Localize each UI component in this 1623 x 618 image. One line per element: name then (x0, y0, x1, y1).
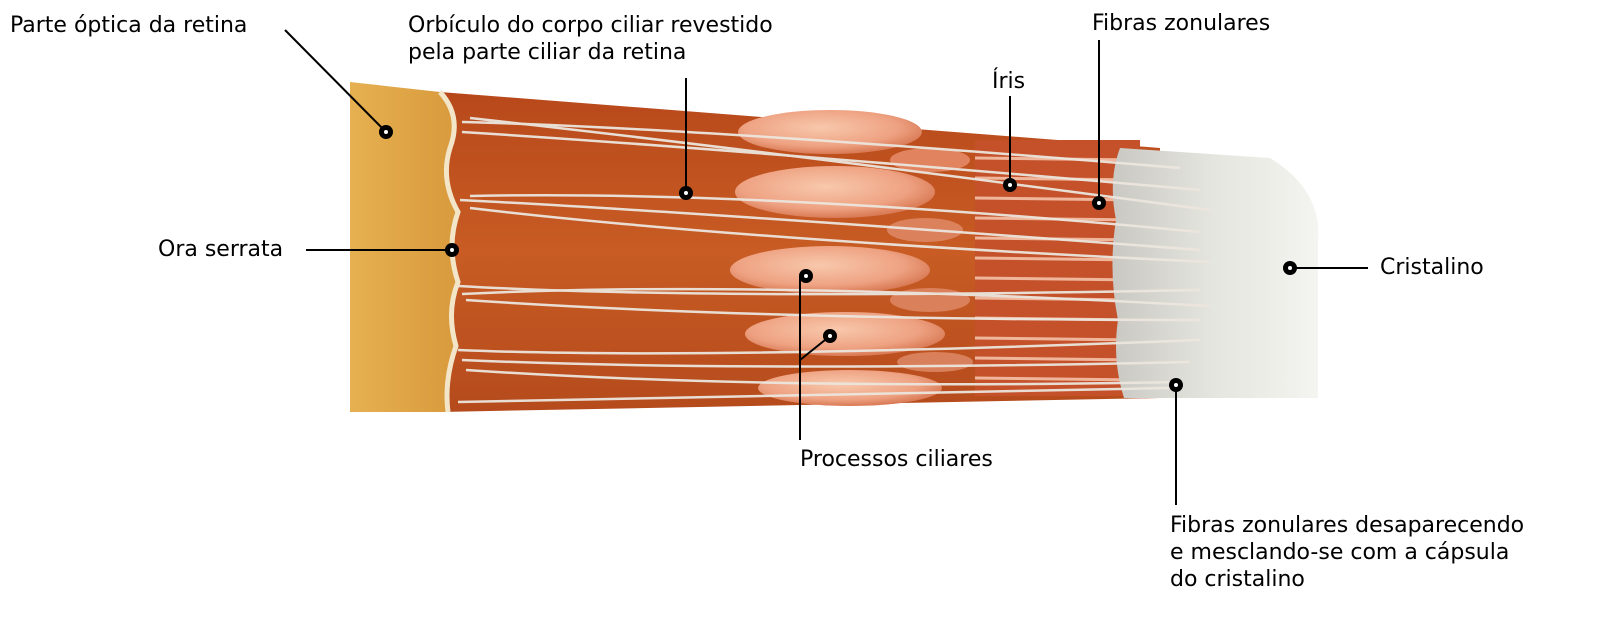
label-orbiculo-line1: Orbículo do corpo ciliar revestido (408, 12, 773, 39)
label-processos-ciliares: Processos ciliares (800, 446, 993, 473)
label-iris-text: Íris (992, 68, 1025, 95)
label-orbiculo: Orbículo do corpo ciliar revestido pela … (408, 12, 773, 66)
label-fibras-zonulares-text: Fibras zonulares (1092, 10, 1270, 37)
label-fibras-zonulares: Fibras zonulares (1092, 10, 1270, 37)
label-ora-serrata: Ora serrata (158, 236, 283, 263)
leader-optic-retina (285, 30, 386, 132)
label-cristalino: Cristalino (1380, 254, 1484, 281)
label-processos-ciliares-text: Processos ciliares (800, 446, 993, 473)
label-fibras-desaparecendo: Fibras zonulares desaparecendo e mesclan… (1170, 512, 1524, 593)
label-orbiculo-line2: pela parte ciliar da retina (408, 39, 773, 66)
label-ora-serrata-text: Ora serrata (158, 236, 283, 263)
marker-iris (1003, 178, 1017, 192)
label-desaparecendo-line2: e mesclando-se com a cápsula (1170, 539, 1524, 566)
marker-ora-serrata (445, 243, 459, 257)
marker-processos-2 (823, 329, 837, 343)
marker-processos-1 (799, 269, 813, 283)
label-cristalino-text: Cristalino (1380, 254, 1484, 281)
marker-cristalino (1283, 261, 1297, 275)
marker-optic-retina (379, 125, 393, 139)
label-optic-retina-text: Parte óptica da retina (10, 12, 247, 39)
label-optic-retina: Parte óptica da retina (10, 12, 247, 39)
label-desaparecendo-line3: do cristalino (1170, 566, 1524, 593)
optic-retina-region (350, 82, 458, 412)
marker-orbiculo (679, 186, 693, 200)
marker-desaparecendo (1169, 378, 1183, 392)
label-desaparecendo-line1: Fibras zonulares desaparecendo (1170, 512, 1524, 539)
label-iris: Íris (992, 68, 1025, 95)
marker-fibras-zonulares (1092, 196, 1106, 210)
